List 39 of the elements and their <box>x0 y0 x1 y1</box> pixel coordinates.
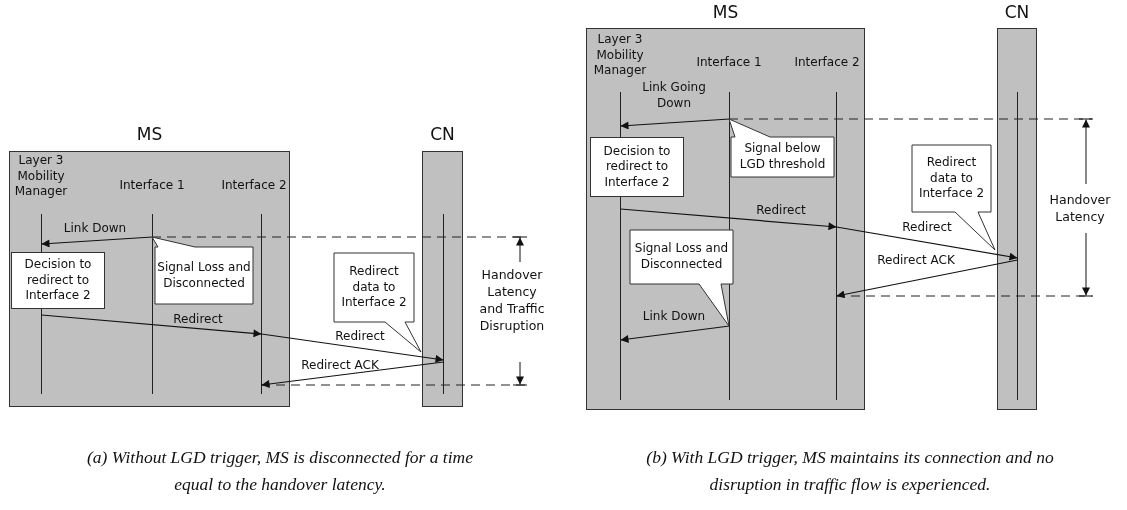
arrow <box>40 236 154 248</box>
lifeline-label: Interface 2 <box>793 55 861 71</box>
participant-title: CN <box>1003 1 1031 24</box>
participant-title: MS <box>711 1 740 24</box>
participant-title: MS <box>135 123 164 146</box>
participant-title: CN <box>429 123 456 146</box>
note-box: Decision to redirect to Interface 2 <box>590 137 684 197</box>
edge-label: Redirect <box>173 312 223 326</box>
edge-label: Link Going Down <box>642 80 706 110</box>
lifeline-label: Layer 3 Mobility Manager <box>592 32 648 79</box>
edge-label: Redirect <box>902 220 952 234</box>
callout-text: Redirect data to Interface 2 <box>340 264 408 311</box>
callout-text: Signal Loss and Disconnected <box>633 241 730 273</box>
lifeline-label: Interface 1 <box>695 55 763 71</box>
lifeline-label: Layer 3 Mobility Manager <box>13 153 69 200</box>
callout-text: Signal below LGD threshold <box>738 141 827 173</box>
edge-label: Redirect ACK <box>877 253 955 267</box>
arrow <box>260 361 445 388</box>
edge-label: Redirect <box>756 203 806 217</box>
edge-label: Link Down <box>642 309 706 323</box>
arrow <box>619 325 731 343</box>
arrow <box>260 333 445 363</box>
arrow <box>619 118 731 130</box>
callout-text: Redirect data to Interface 2 <box>917 155 986 202</box>
figure-caption: (b) With LGD trigger, MS maintains its connection and no disruption in traffic flow is experienced. <box>645 446 1055 496</box>
figure-caption: (a) Without LGD trigger, MS is disconnected for a time equal to the handover latency. <box>86 446 474 496</box>
dimension-label: Handover Latency and Traffic Disruption <box>478 267 546 335</box>
edge-label: Redirect ACK <box>301 358 379 372</box>
arrow <box>619 208 838 231</box>
dimension-label: Handover Latency <box>1048 192 1112 226</box>
lifeline-label: Interface 1 <box>118 178 186 194</box>
edge-label: Redirect <box>335 329 385 343</box>
callout-text: Signal Loss and Disconnected <box>157 259 251 292</box>
note-box: Decision to redirect to Interface 2 <box>11 252 105 309</box>
arrow <box>40 314 263 338</box>
arrow <box>835 259 1019 299</box>
arrow <box>835 226 1019 261</box>
edge-label: Link Down <box>63 221 127 235</box>
lifeline-label: Interface 2 <box>220 178 288 194</box>
